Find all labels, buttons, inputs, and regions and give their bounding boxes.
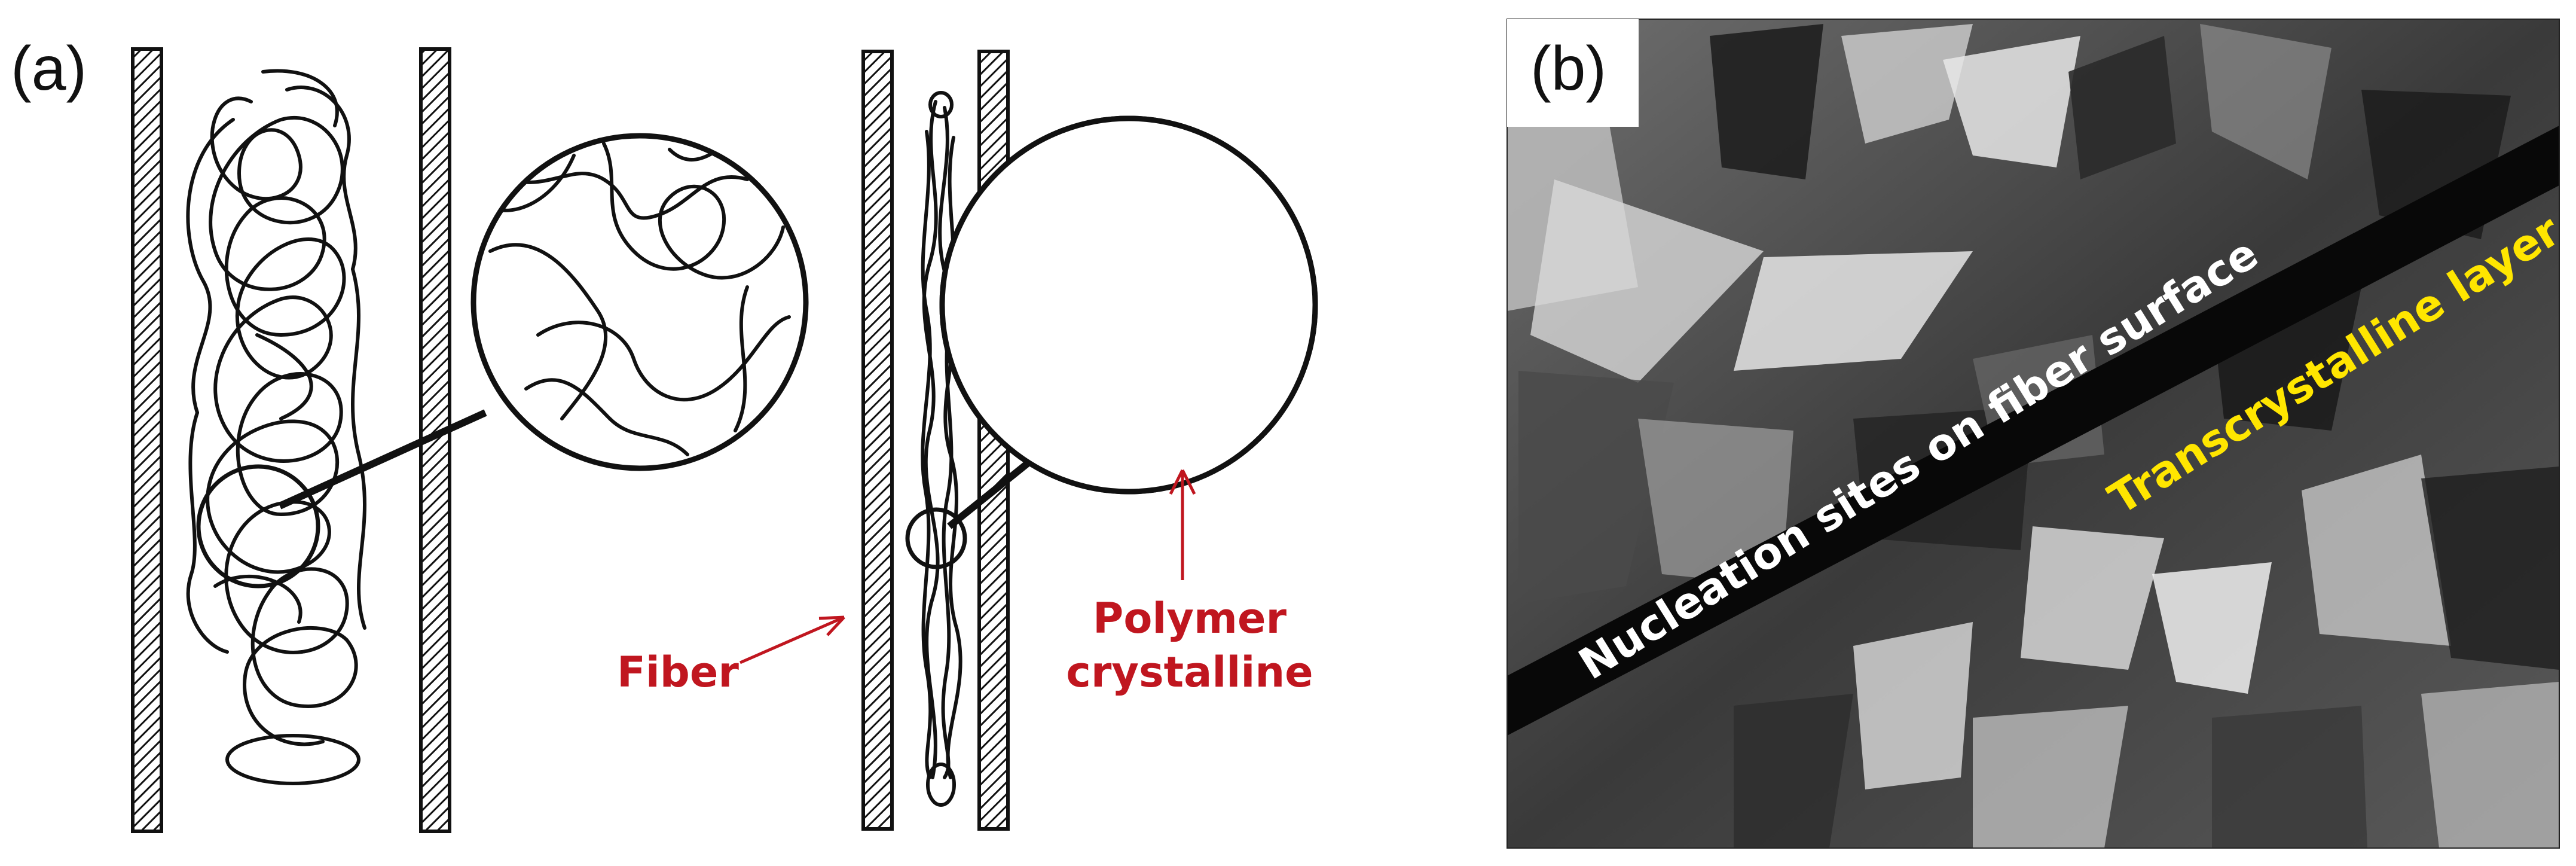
aligned-polymer-chains xyxy=(921,91,962,807)
magnified-amorphous-view xyxy=(470,133,809,471)
panel-b: (b) Nucleation sites on fiber surface Tr… xyxy=(1507,19,2569,849)
fiber-wall-left-1 xyxy=(131,47,163,833)
crystal-label-line2: crystalline xyxy=(1066,648,1313,697)
micrograph xyxy=(1507,19,2559,848)
panel-a: (a) xyxy=(11,34,1318,833)
amorphous-polymer-chain xyxy=(186,69,366,785)
fiber-label: Fiber xyxy=(617,648,739,697)
crystal-annotation: Polymer crystalline xyxy=(1066,469,1313,697)
panel-a-label: (a) xyxy=(11,34,87,103)
panel-b-label: (b) xyxy=(1530,34,1606,103)
magnifier-link-left xyxy=(278,409,487,510)
fiber-wall-right-1 xyxy=(861,50,894,831)
fiber-band xyxy=(1507,126,2559,736)
magnifier-source-left xyxy=(196,464,320,588)
crystal-label-line1: Polymer xyxy=(1093,594,1287,643)
magnified-amorphous-chains xyxy=(488,136,791,456)
fiber-annotation: Fiber xyxy=(617,615,845,697)
magnifier-source-right xyxy=(905,507,967,569)
fiber-arrow xyxy=(739,615,845,664)
